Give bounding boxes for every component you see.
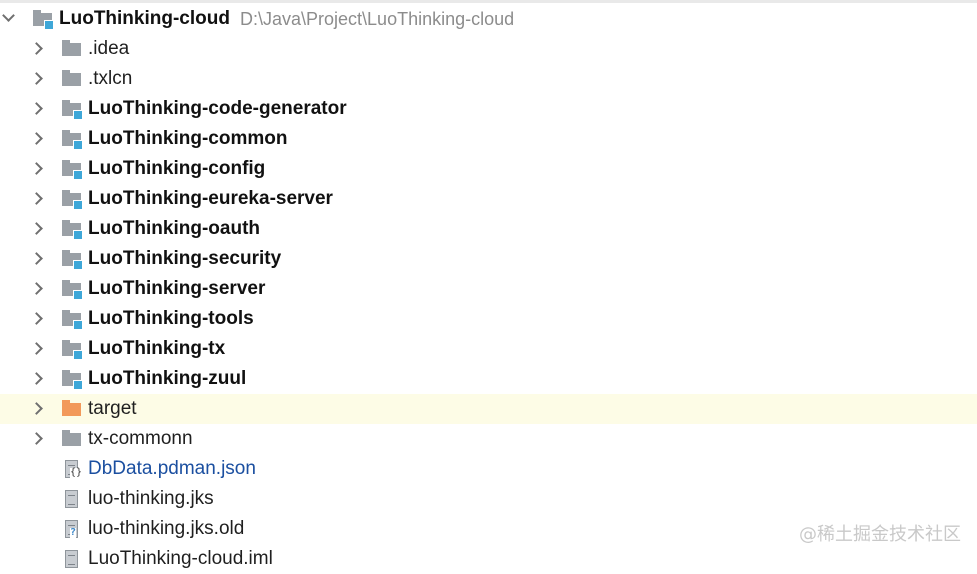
tree-item-target[interactable]: target bbox=[0, 394, 977, 424]
chevron-right-icon[interactable] bbox=[30, 432, 43, 445]
tree-item-security[interactable]: LuoThinking-security bbox=[0, 244, 977, 274]
tree-item-label: tx-commonn bbox=[88, 424, 193, 454]
chevron-right-icon[interactable] bbox=[30, 372, 43, 385]
chevron-right-icon[interactable] bbox=[30, 132, 43, 145]
tree-item-label: .idea bbox=[88, 34, 129, 64]
module-folder-icon bbox=[62, 340, 82, 358]
top-divider bbox=[0, 0, 977, 3]
module-folder-icon bbox=[62, 280, 82, 298]
tree-item-tx-commonn[interactable]: tx-commonn bbox=[0, 424, 977, 454]
chevron-right-icon[interactable] bbox=[30, 342, 43, 355]
tree-root-row[interactable]: LuoThinking-cloud D:\Java\Project\LuoThi… bbox=[0, 4, 977, 34]
module-folder-icon bbox=[62, 130, 82, 148]
tree-item-label: LuoThinking-common bbox=[88, 124, 287, 154]
tree-item-iml[interactable]: LuoThinking-cloud.iml bbox=[0, 544, 977, 574]
root-path: D:\Java\Project\LuoThinking-cloud bbox=[240, 4, 514, 34]
tree-item-server[interactable]: LuoThinking-server bbox=[0, 274, 977, 304]
chevron-right-icon[interactable] bbox=[30, 282, 43, 295]
tree-item-config[interactable]: LuoThinking-config bbox=[0, 154, 977, 184]
module-folder-icon bbox=[62, 160, 82, 178]
tree-item-oauth[interactable]: LuoThinking-oauth bbox=[0, 214, 977, 244]
tree-item-common[interactable]: LuoThinking-common bbox=[0, 124, 977, 154]
chevron-right-icon[interactable] bbox=[30, 312, 43, 325]
module-folder-icon bbox=[62, 370, 82, 388]
tree-item-label: .txlcn bbox=[88, 64, 132, 94]
project-tree: LuoThinking-cloud D:\Java\Project\LuoThi… bbox=[0, 4, 977, 574]
tree-item-label: LuoThinking-code-generator bbox=[88, 94, 347, 124]
chevron-right-icon[interactable] bbox=[30, 222, 43, 235]
chevron-right-icon[interactable] bbox=[30, 162, 43, 175]
tree-item-dbdata-json[interactable]: {} DbData.pdman.json bbox=[0, 454, 977, 484]
tree-item-label: LuoThinking-tx bbox=[88, 334, 225, 364]
chevron-right-icon[interactable] bbox=[30, 42, 43, 55]
folder-icon bbox=[62, 40, 82, 58]
iml-file-icon bbox=[62, 550, 82, 568]
tree-item-label: target bbox=[88, 394, 137, 424]
root-name: LuoThinking-cloud bbox=[59, 4, 230, 34]
watermark-text: @稀土掘金技术社区 bbox=[799, 520, 961, 546]
module-folder-icon bbox=[62, 310, 82, 328]
tree-item-label: DbData.pdman.json bbox=[88, 454, 256, 484]
tree-item-txlcn[interactable]: .txlcn bbox=[0, 64, 977, 94]
excluded-folder-icon bbox=[62, 400, 82, 418]
unknown-file-icon: ? bbox=[62, 520, 82, 538]
json-file-icon: {} bbox=[62, 460, 82, 478]
tree-item-label: luo-thinking.jks bbox=[88, 484, 214, 514]
module-folder-icon bbox=[62, 250, 82, 268]
tree-item-code-generator[interactable]: LuoThinking-code-generator bbox=[0, 94, 977, 124]
tree-item-eureka-server[interactable]: LuoThinking-eureka-server bbox=[0, 184, 977, 214]
tree-item-label: LuoThinking-zuul bbox=[88, 364, 246, 394]
chevron-right-icon[interactable] bbox=[30, 72, 43, 85]
tree-item-idea[interactable]: .idea bbox=[0, 34, 977, 64]
tree-item-label: luo-thinking.jks.old bbox=[88, 514, 244, 544]
module-folder-icon bbox=[62, 100, 82, 118]
tree-item-label: LuoThinking-config bbox=[88, 154, 265, 184]
folder-icon bbox=[62, 70, 82, 88]
tree-item-zuul[interactable]: LuoThinking-zuul bbox=[0, 364, 977, 394]
tree-item-tools[interactable]: LuoThinking-tools bbox=[0, 304, 977, 334]
chevron-right-icon[interactable] bbox=[30, 102, 43, 115]
folder-icon bbox=[62, 430, 82, 448]
tree-item-label: LuoThinking-security bbox=[88, 244, 281, 274]
tree-item-label: LuoThinking-eureka-server bbox=[88, 184, 333, 214]
module-folder-icon bbox=[62, 190, 82, 208]
tree-item-label: LuoThinking-oauth bbox=[88, 214, 260, 244]
tree-item-tx[interactable]: LuoThinking-tx bbox=[0, 334, 977, 364]
tree-item-label: LuoThinking-tools bbox=[88, 304, 254, 334]
chevron-right-icon[interactable] bbox=[30, 252, 43, 265]
module-folder-icon bbox=[62, 220, 82, 238]
chevron-right-icon[interactable] bbox=[30, 402, 43, 415]
tree-item-label: LuoThinking-server bbox=[88, 274, 265, 304]
file-icon bbox=[62, 490, 82, 508]
tree-item-label: LuoThinking-cloud.iml bbox=[88, 544, 273, 574]
module-folder-icon bbox=[33, 10, 53, 28]
chevron-down-icon[interactable] bbox=[2, 9, 15, 22]
tree-item-luo-thinking-jks[interactable]: luo-thinking.jks bbox=[0, 484, 977, 514]
chevron-right-icon[interactable] bbox=[30, 192, 43, 205]
